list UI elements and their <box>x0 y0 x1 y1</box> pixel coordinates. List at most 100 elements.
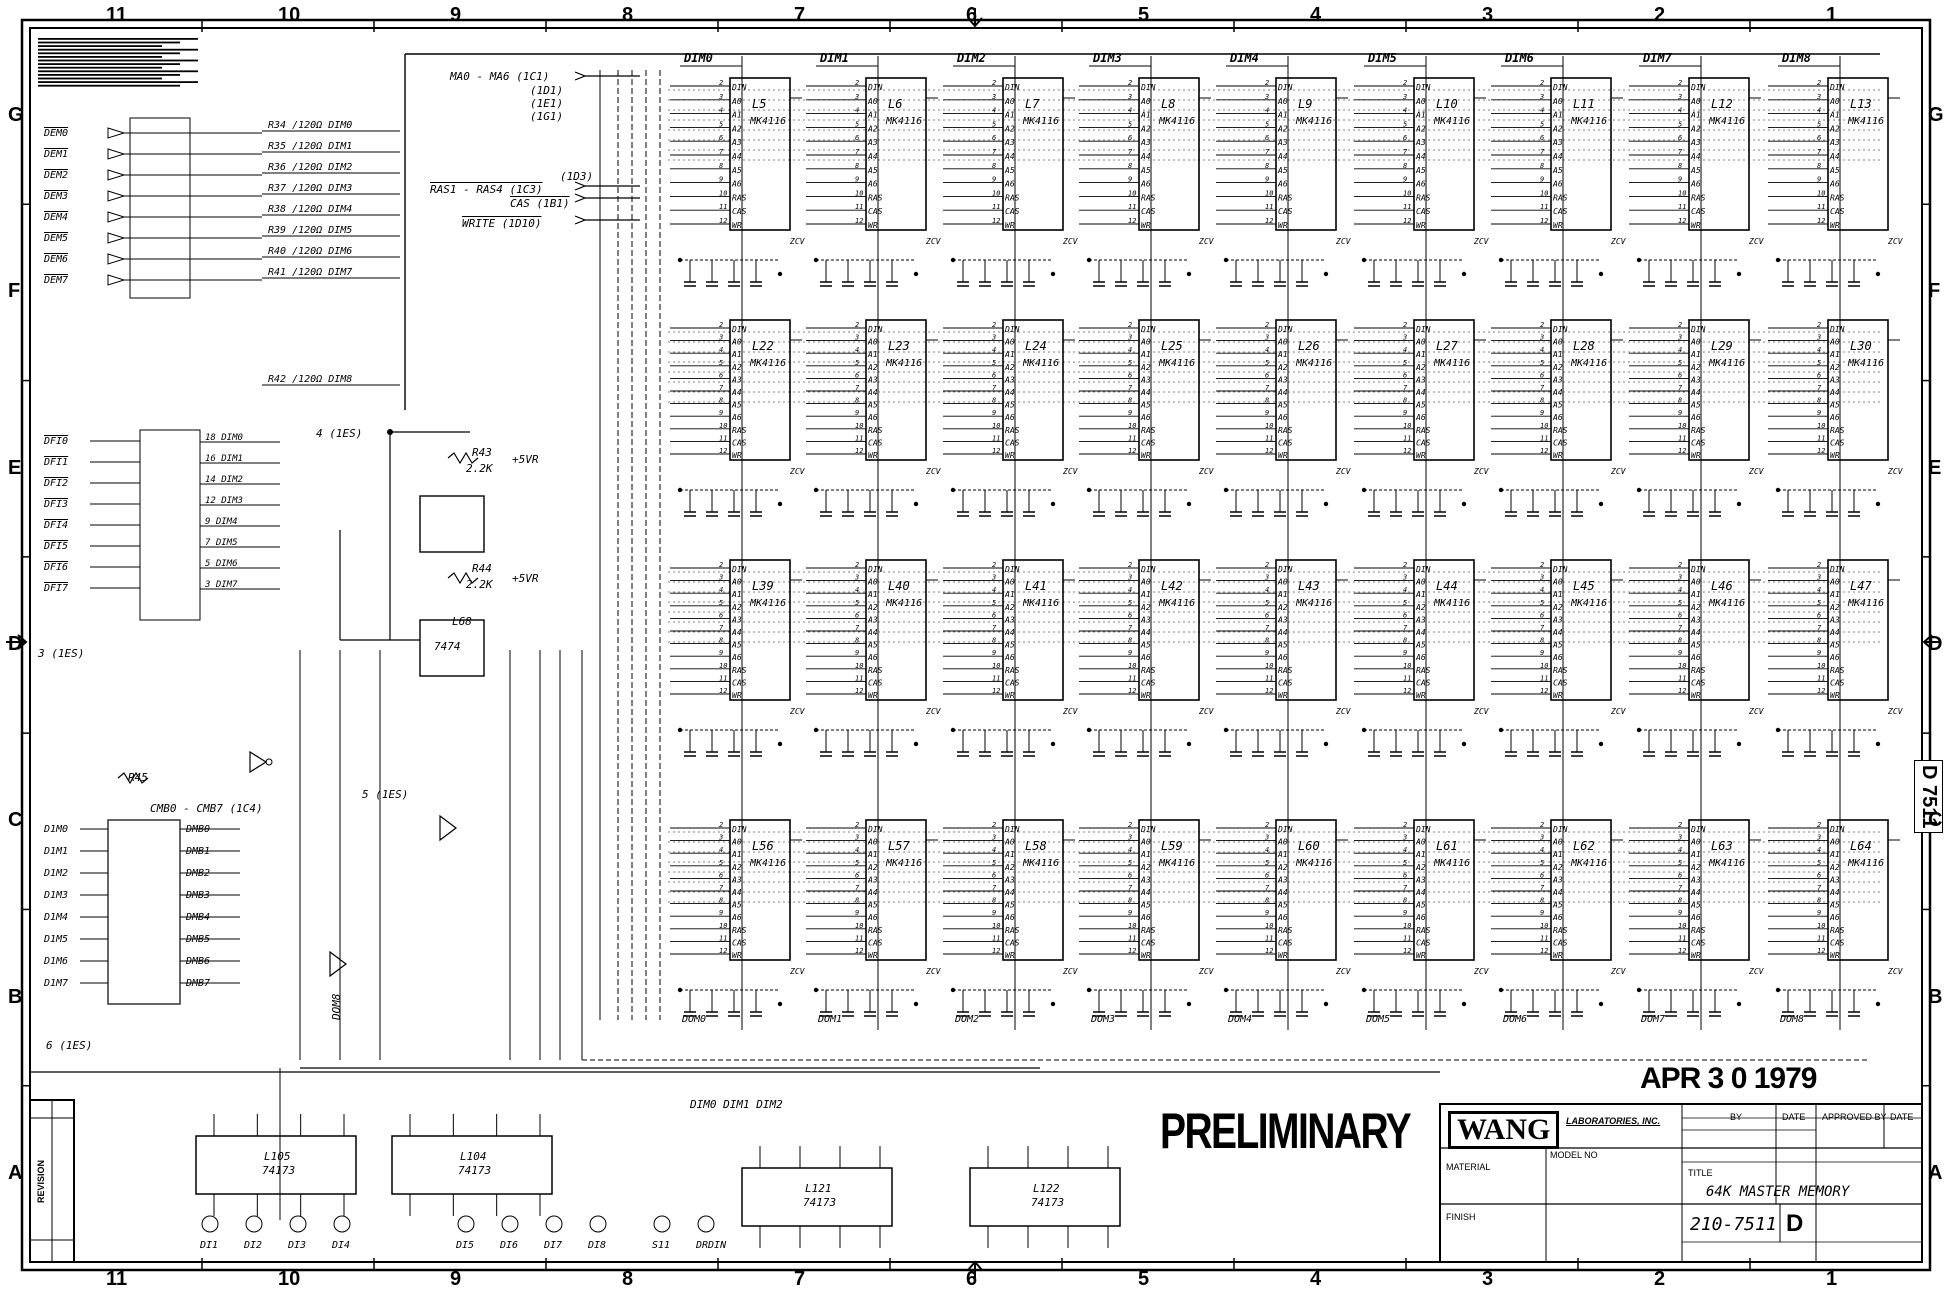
chip-pin-label: A1 <box>1415 111 1426 120</box>
chip-pin-number: 12 <box>719 947 727 955</box>
chip-pin-number: 7 <box>1678 624 1683 632</box>
chip-pin-number: 5 <box>992 599 996 607</box>
chip-pin-label: A6 <box>1690 913 1701 922</box>
chip-pin-number: 6 <box>1678 134 1682 142</box>
chip-pin-number: 3 <box>991 834 996 842</box>
connector-pin <box>545 1215 563 1233</box>
bottom-connector-label: S11 <box>652 1240 670 1251</box>
chip-pin-number: 9 <box>1403 909 1407 917</box>
chip-pin-number: 8 <box>1678 162 1682 170</box>
chip-pin-number: 2 <box>992 821 996 829</box>
dom-output-label: DOM2 <box>954 1014 979 1025</box>
ground-label: ZCV <box>925 237 942 246</box>
chip-pin-label: CAS <box>868 207 883 216</box>
chip-pin-label: WR <box>1553 221 1563 230</box>
chip-pin-label: CAS <box>1005 678 1020 687</box>
chip-pin-label: A1 <box>731 850 742 859</box>
chip-pin-label: A4 <box>1415 152 1426 161</box>
chip-pin-label: A6 <box>731 653 742 662</box>
zone-column-bottom-6: 6 <box>966 1268 978 1290</box>
chip-pin-label: A1 <box>1140 350 1151 359</box>
chip-pin-number: 5 <box>1403 359 1407 367</box>
chip-pin-label: A0 <box>731 97 742 106</box>
chip-pin-number: 10 <box>1265 189 1273 197</box>
date-label: DATE <box>1782 1112 1806 1122</box>
chip-pin-label: A4 <box>1277 628 1288 637</box>
chip-pin-label: A0 <box>1415 838 1426 847</box>
chip-pin-label: RAS <box>1141 426 1156 435</box>
chip-pin-number: 4 <box>855 346 859 354</box>
chip-pin-label: A2 <box>1690 124 1701 133</box>
chip-pin-label: A0 <box>1277 578 1288 587</box>
chip-pin-number: 8 <box>1403 637 1407 645</box>
chip-pin-number: 2 <box>1265 821 1269 829</box>
chip-pin-label: CAS <box>1141 938 1156 947</box>
chip-pin-number: 2 <box>1128 79 1132 87</box>
chip-pin-label: WR <box>1005 221 1015 230</box>
chip-pin-label: A6 <box>1415 913 1426 922</box>
chip-pin-label: DIN <box>1552 325 1568 334</box>
chip-part: MK4116 <box>749 598 786 609</box>
chip-pin-label: A3 <box>1552 615 1563 624</box>
zone-row-right-G: G <box>1928 104 1944 127</box>
chip-pin-number: 2 <box>1540 79 1544 87</box>
r43-value: 2.2K <box>466 462 493 475</box>
chip-pin-label: DIN <box>1690 825 1706 834</box>
chip-pin-label: A3 <box>1004 375 1015 384</box>
chip-pin-label: RAS <box>868 193 883 202</box>
chip-pin-number: 8 <box>1817 397 1821 405</box>
chip-pin-label: A5 <box>1277 901 1288 910</box>
chip-pin-number: 7 <box>1265 148 1270 156</box>
chip-pin-number: 9 <box>1540 409 1544 417</box>
memory-chip <box>1413 77 1475 231</box>
chip-pin-number: 6 <box>719 611 723 619</box>
memory-chip <box>1827 559 1889 701</box>
ras-label-b: (1D3) <box>560 170 594 183</box>
bottom-connector-label: DI3 <box>287 1240 306 1251</box>
dom-output-label: DOM7 <box>1640 1014 1665 1025</box>
chip-pin-label: RAS <box>1553 926 1568 935</box>
zone-column-top-4: 4 <box>1310 4 1322 26</box>
chip-pin-label: A0 <box>1415 97 1426 106</box>
chip-pin-number: 11 <box>1540 203 1548 211</box>
chip-pin-label: A0 <box>1829 338 1840 347</box>
chip-pin-label: A6 <box>1140 653 1151 662</box>
chip-pin-label: A2 <box>1004 603 1015 612</box>
chip-pin-number: 2 <box>719 79 723 87</box>
chip-pin-number: 12 <box>1265 447 1273 455</box>
chip-pin-number: 3 <box>1127 93 1132 101</box>
chip-pin-label: A4 <box>867 888 878 897</box>
chip-pin-number: 11 <box>719 203 727 211</box>
chip-pin-label: DIN <box>1415 325 1431 334</box>
chip-pin-label: A5 <box>1690 401 1701 410</box>
chip-part: MK4116 <box>1570 598 1607 609</box>
chip-pin-label: CAS <box>1691 938 1706 947</box>
chip-pin-label: A2 <box>731 603 742 612</box>
chip-pin-number: 4 <box>1817 107 1821 115</box>
chip-pin-number: 5 <box>1540 120 1544 128</box>
chip-pin-number: 2 <box>1540 821 1544 829</box>
memory-chip <box>729 319 791 461</box>
chip-pin-label: A2 <box>1004 124 1015 133</box>
dim-column-label: DIM4 <box>1229 51 1259 65</box>
chip-pin-label: A4 <box>1415 628 1426 637</box>
chip-pin-number: 9 <box>1403 649 1407 657</box>
chip-pin-number: 7 <box>1540 884 1545 892</box>
chip-pin-label: A0 <box>1277 338 1288 347</box>
chip-pin-label: DIN <box>731 325 747 334</box>
chip-pin-label: WR <box>1005 951 1015 960</box>
chip-pin-number: 4 <box>719 586 723 594</box>
junction-dot <box>1461 271 1467 277</box>
chip-pin-label: A1 <box>867 590 878 599</box>
chip-pin-number: 6 <box>1128 871 1132 879</box>
ground-label: ZCV <box>1473 967 1490 976</box>
chip-pin-number: 6 <box>719 134 723 142</box>
chip-pin-label: A5 <box>1552 641 1563 650</box>
output-label-dmb: DMB1 <box>185 846 210 857</box>
chip-ref: L8 <box>1161 97 1175 111</box>
connector-pin <box>501 1215 519 1233</box>
buffer-output-label: 18 DIM0 <box>205 433 243 443</box>
chip-pin-number: 2 <box>992 321 996 329</box>
chip-part: MK4116 <box>1433 358 1470 369</box>
